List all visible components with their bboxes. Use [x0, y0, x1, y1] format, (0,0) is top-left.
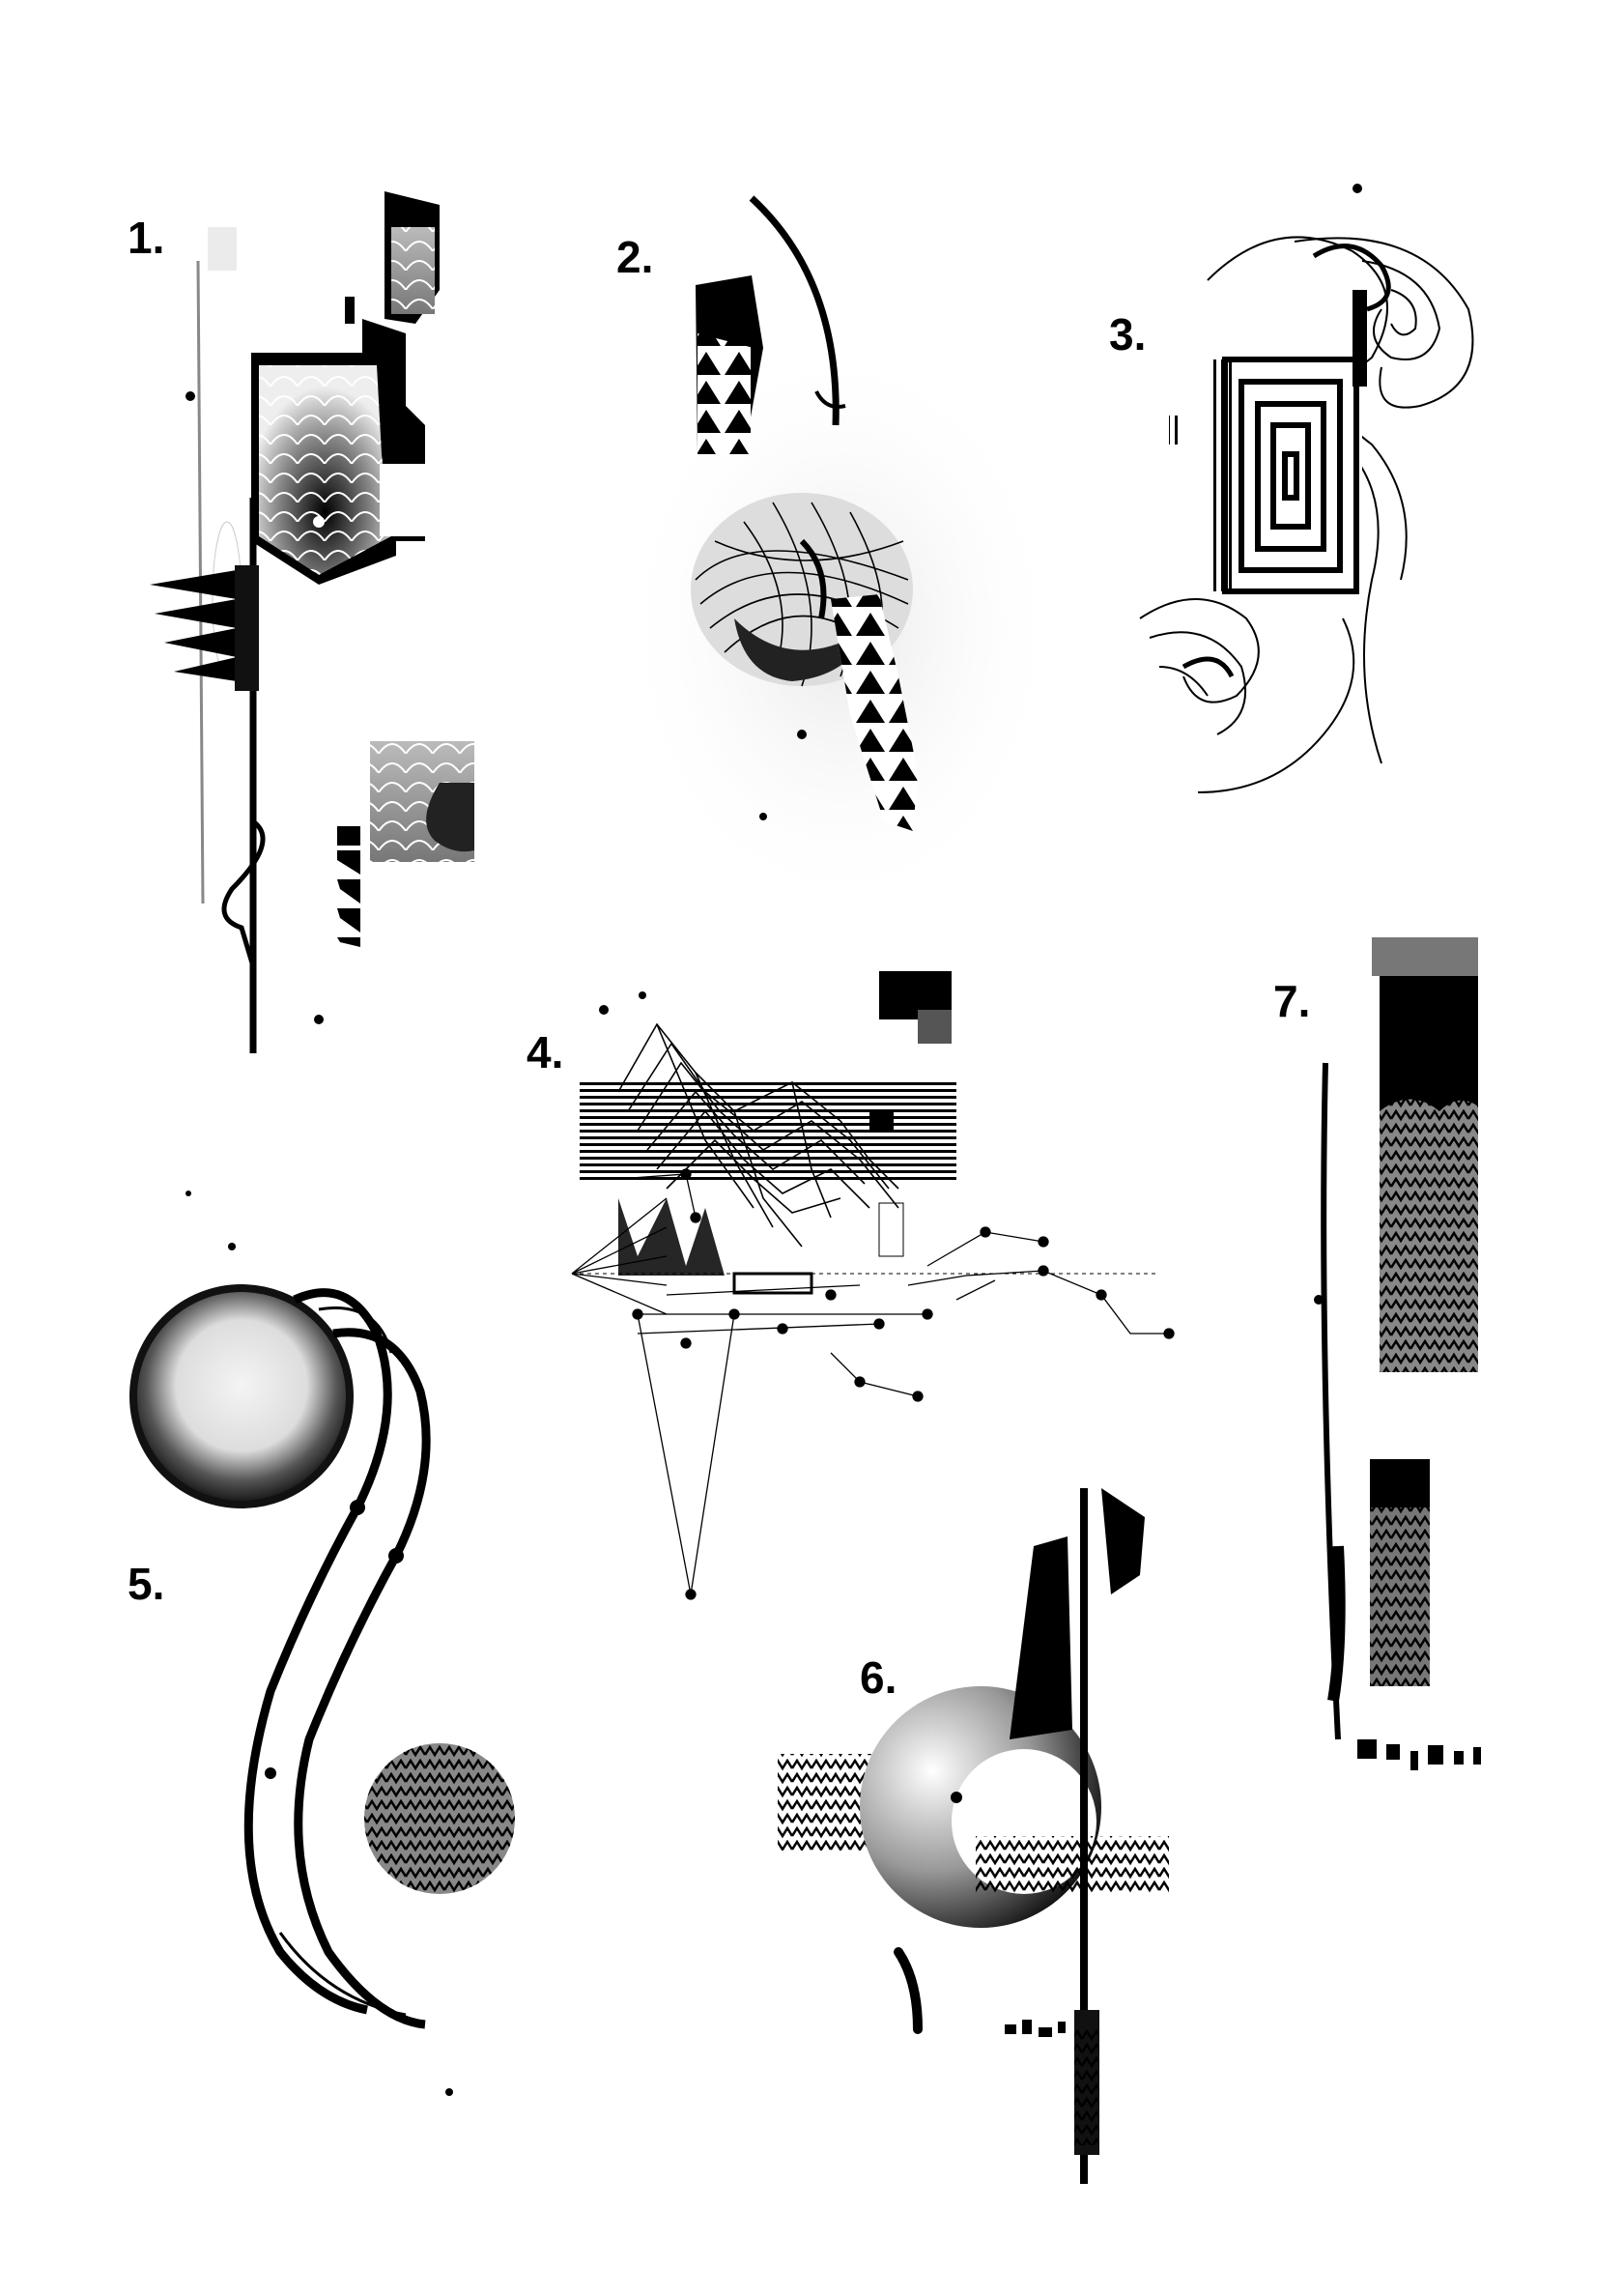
piece-label-2: 2. — [616, 232, 653, 282]
piece-label-4: 4. — [527, 1027, 563, 1077]
piece-label-3: 3. — [1109, 309, 1146, 359]
artwork-1 — [150, 191, 474, 1053]
artwork-4 — [571, 971, 1175, 1600]
piece-label-7: 7. — [1273, 976, 1310, 1026]
piece-label-5: 5. — [128, 1559, 164, 1609]
artwork-2 — [618, 195, 1063, 918]
artwork-5 — [129, 1191, 515, 2096]
piece-label-1: 1. — [128, 213, 164, 263]
artwork-6 — [778, 1488, 1169, 2184]
piece-label-6: 6. — [860, 1652, 897, 1703]
artwork-3 — [1139, 184, 1474, 793]
artwork-7 — [1314, 937, 1481, 1770]
